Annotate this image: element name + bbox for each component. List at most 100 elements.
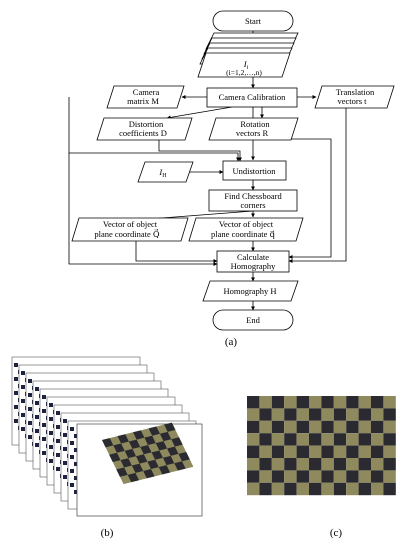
- chessboard-square: [321, 408, 334, 421]
- chessboard-square: [284, 408, 297, 421]
- chessboard-square: [259, 408, 272, 421]
- chessboard-square: [309, 445, 322, 458]
- chessboard-square: [333, 445, 347, 458]
- chessboard-square: [358, 482, 371, 496]
- calculate-homography-label-2: Homography: [231, 261, 277, 271]
- panel-label-c: (c): [330, 527, 343, 539]
- chessboard-square: [309, 433, 322, 446]
- rotation-vectors-io: [208, 117, 299, 141]
- chessboard-square: [271, 458, 285, 471]
- chessboard-square: [296, 433, 309, 446]
- homography-output-label: Homography H: [223, 286, 276, 296]
- chessboard-square: [358, 396, 371, 409]
- chessboard-square: [309, 408, 322, 421]
- ih-label: IH: [158, 167, 167, 179]
- chessboard-square: [383, 470, 396, 483]
- translation-label-2: vectors t: [337, 96, 367, 106]
- chessboard-square: [346, 458, 359, 471]
- chessboard-square: [358, 433, 371, 446]
- vector-right-label-2: plane coordinate q⃗: [211, 229, 275, 239]
- chessboard-square: [296, 470, 309, 483]
- chessboard-square: [321, 420, 334, 434]
- chessboard-square: [309, 396, 322, 409]
- chessboard-square: [247, 396, 260, 409]
- chessboard-square: [296, 408, 309, 421]
- chessboard-square: [333, 396, 347, 409]
- chessboard-square: [309, 420, 322, 434]
- chessboard-square: [321, 396, 334, 409]
- chessboard-square: [371, 433, 384, 446]
- camera-matrix-io: [106, 85, 185, 109]
- chessboard-image: [247, 396, 396, 496]
- chessboard-square: [346, 433, 359, 446]
- images-input-label: Ii: [243, 59, 249, 71]
- chessboard-square: [309, 482, 322, 496]
- chessboard-square: [284, 470, 297, 483]
- chessboard-square: [321, 433, 334, 446]
- flow-connectors: [68, 31, 347, 311]
- chessboard-square: [271, 420, 285, 434]
- camera-calibration-box: [206, 87, 298, 108]
- chessboard-square: [371, 408, 384, 421]
- calibration-image-stack: [11, 356, 203, 517]
- chessboard-square: [321, 458, 334, 471]
- chessboard-square: [309, 470, 322, 483]
- rotation-label-2: vectors R: [236, 128, 269, 138]
- panel-label-a: (a): [225, 336, 238, 348]
- chessboard-square: [333, 458, 347, 471]
- camera-matrix-label-1: Camera: [133, 87, 160, 97]
- chessboard-square: [259, 470, 272, 483]
- chessboard-square: [371, 482, 384, 496]
- start-label: Start: [245, 16, 262, 26]
- rotation-label-1: Rotation: [240, 119, 270, 129]
- undistortion-box: [222, 160, 287, 181]
- chessboard-square: [346, 445, 359, 458]
- chessboard-square: [259, 433, 272, 446]
- chessboard-square: [321, 445, 334, 458]
- find-chessboard-box: [208, 189, 298, 212]
- chessboard-square: [358, 445, 371, 458]
- calibration-frame-front: [76, 422, 203, 517]
- chessboard-square: [309, 458, 322, 471]
- chessboard-square: [271, 396, 285, 409]
- chessboard-square: [247, 445, 260, 458]
- chessboard-square: [247, 458, 260, 471]
- distortion-coefficients-io: [96, 117, 193, 141]
- distortion-label-1: Distortion: [129, 119, 164, 129]
- translation-label-1: Translation: [336, 87, 375, 97]
- chessboard-square: [371, 445, 384, 458]
- start-terminal: [212, 10, 294, 32]
- chessboard-square: [296, 458, 309, 471]
- calculate-homography-box: [216, 250, 290, 273]
- find-chessboard-label-2: corners: [240, 200, 265, 210]
- chessboard-square: [259, 420, 272, 434]
- chessboard-square: [284, 482, 297, 496]
- find-chessboard-label-1: Find Chessboard: [224, 191, 282, 201]
- flowchart-labels: Start Ii (i=1,2,…,n) Camera Calibration …: [94, 16, 375, 325]
- chessboard-square: [247, 482, 260, 496]
- camera-matrix-label-2: matrix M: [127, 96, 159, 106]
- chessboard-square: [271, 482, 285, 496]
- chessboard-square: [271, 408, 285, 421]
- chessboard-square: [346, 420, 359, 434]
- chessboard-square: [383, 445, 396, 458]
- chessboard-square: [333, 433, 347, 446]
- chessboard-square: [371, 420, 384, 434]
- chessboard-square: [346, 482, 359, 496]
- chessboard-square: [321, 482, 334, 496]
- end-terminal: [212, 309, 294, 331]
- chessboard-square: [358, 420, 371, 434]
- chessboard-square: [284, 458, 297, 471]
- chessboard-square: [346, 396, 359, 409]
- chessboard-square: [284, 420, 297, 434]
- chessboard-square: [247, 420, 260, 434]
- vector-object-right-io: [188, 217, 304, 242]
- chessboard-square: [371, 396, 384, 409]
- chessboard-square: [321, 470, 334, 483]
- chessboard-square: [296, 482, 309, 496]
- calculate-homography-label-1: Calculate: [237, 252, 269, 262]
- chessboard-square: [247, 408, 260, 421]
- flowchart: [68, 10, 395, 331]
- chessboard-square: [271, 433, 285, 446]
